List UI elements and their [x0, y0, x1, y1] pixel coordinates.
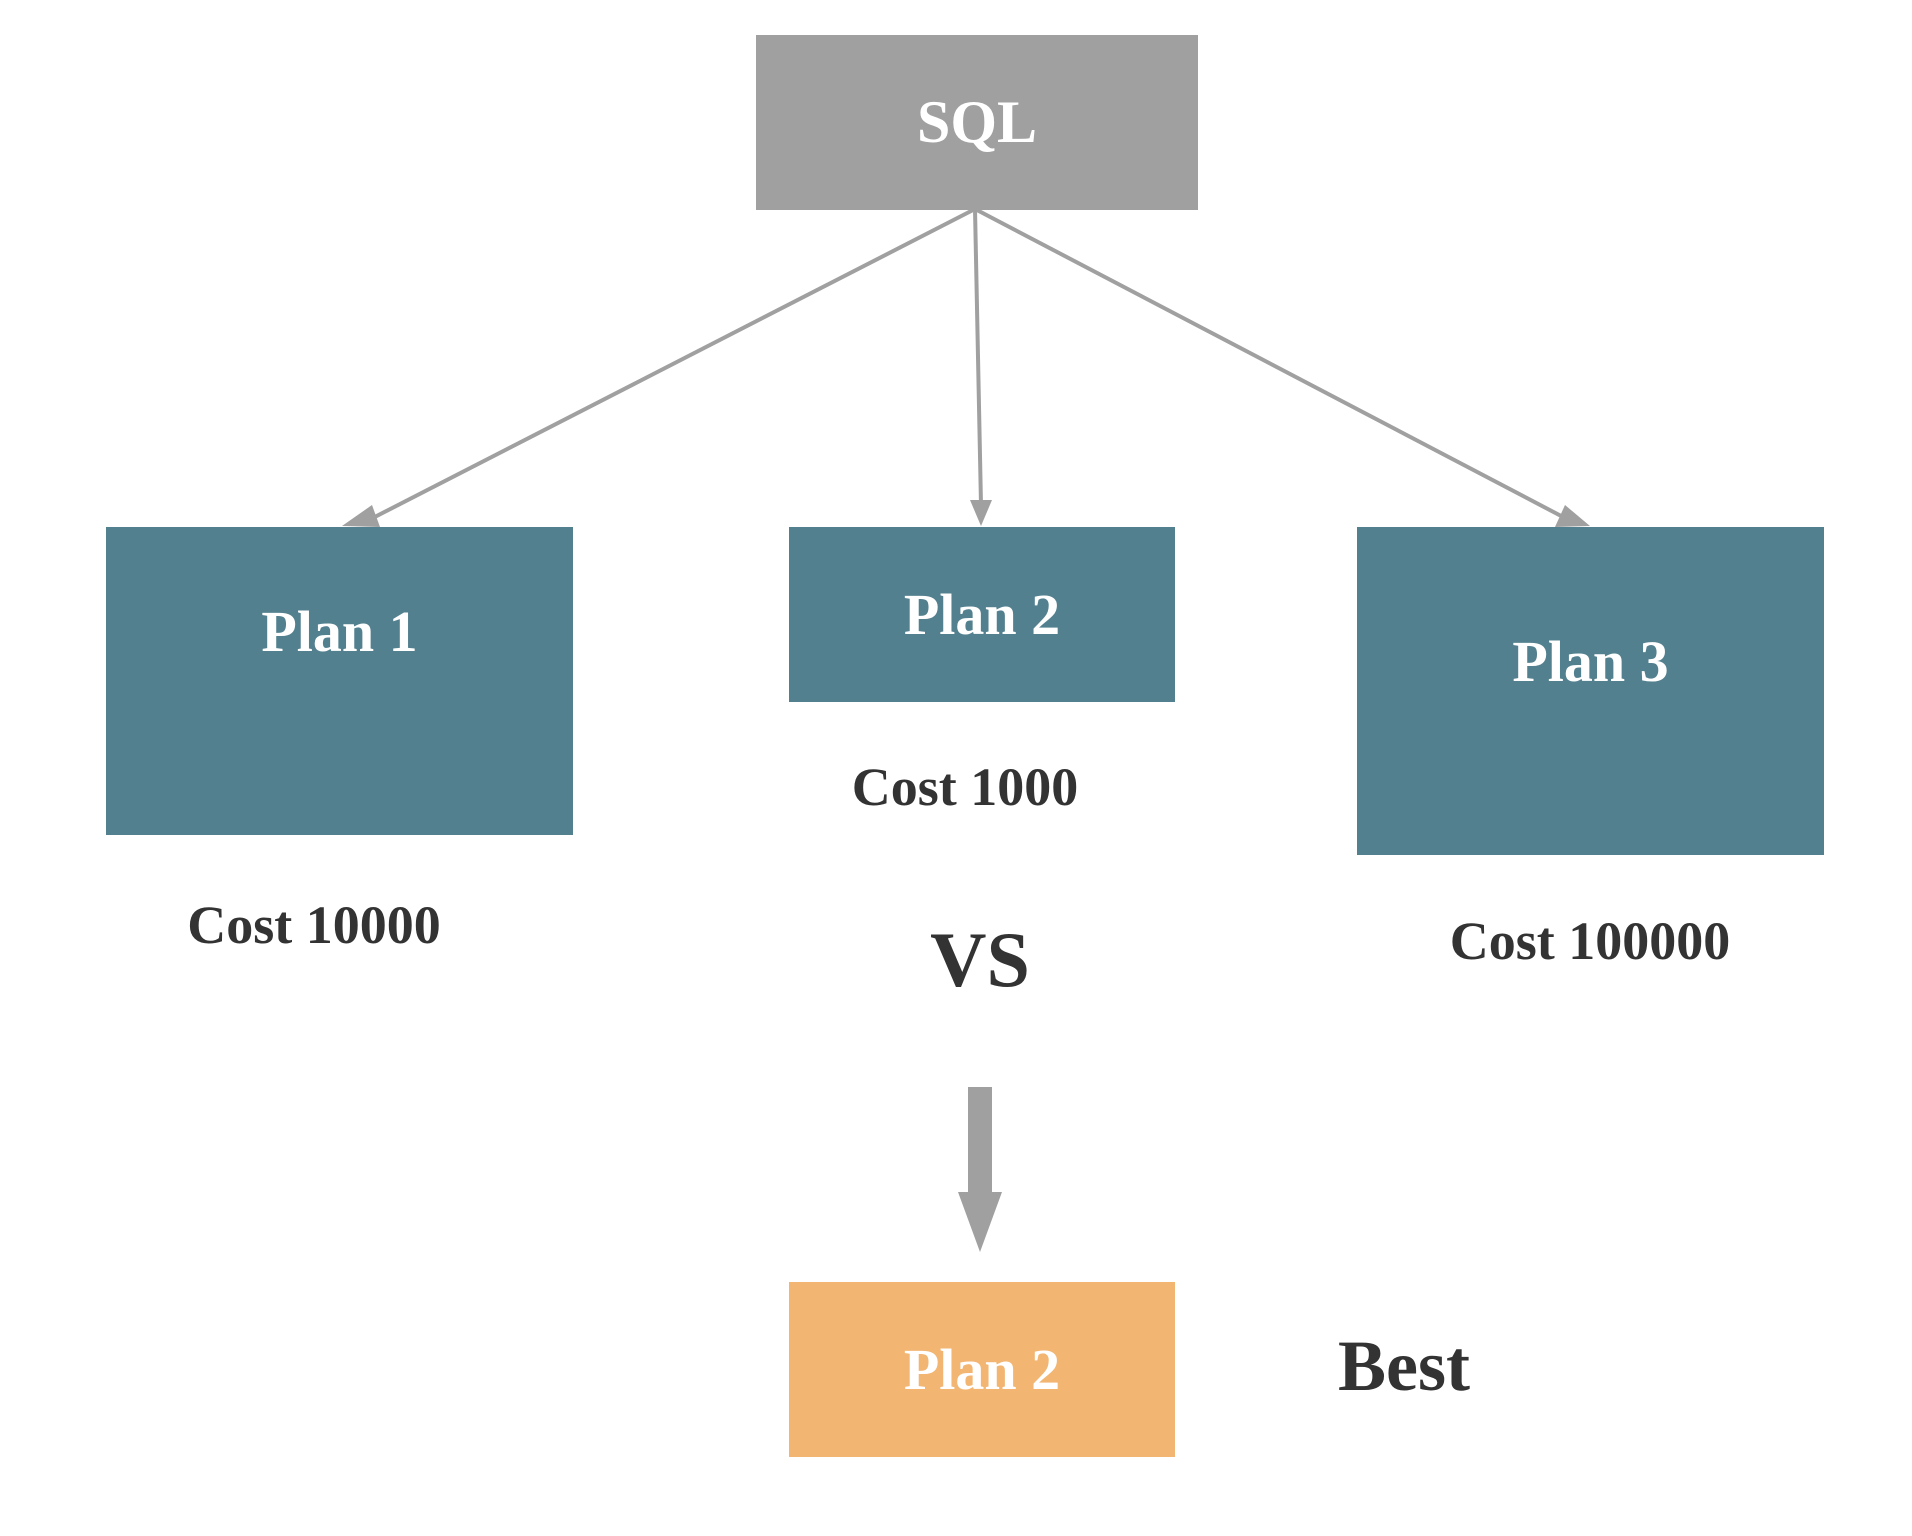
vs-label: VS — [930, 916, 1030, 1003]
plan-1-label: Plan 1 — [261, 598, 418, 664]
edge-sql-plan-2 — [970, 208, 992, 526]
edge-sql-plan-3 — [974, 207, 1590, 527]
best-plan-label: Plan 2 — [903, 1337, 1061, 1402]
plan-3-node: Plan 3 — [1357, 527, 1824, 855]
sql-node-label: SQL — [916, 89, 1038, 155]
sql-node: SQL — [756, 35, 1198, 210]
plan-1-cost: Cost 10000 — [187, 895, 441, 955]
edge-sql-plan-1 — [342, 207, 976, 527]
plan-2-cost: Cost 1000 — [851, 757, 1079, 817]
plan-2-node: Plan 2 — [789, 527, 1175, 702]
plan-3-label: Plan 3 — [1512, 628, 1669, 694]
plan-3-cost: Cost 100000 — [1449, 911, 1731, 971]
best-tag: Best — [1338, 1326, 1470, 1406]
best-plan-node: Plan 2 — [789, 1282, 1175, 1457]
arrow-down-icon — [958, 1087, 1002, 1252]
plan-1-node: Plan 1 — [106, 527, 573, 835]
plan-2-label: Plan 2 — [903, 582, 1061, 647]
